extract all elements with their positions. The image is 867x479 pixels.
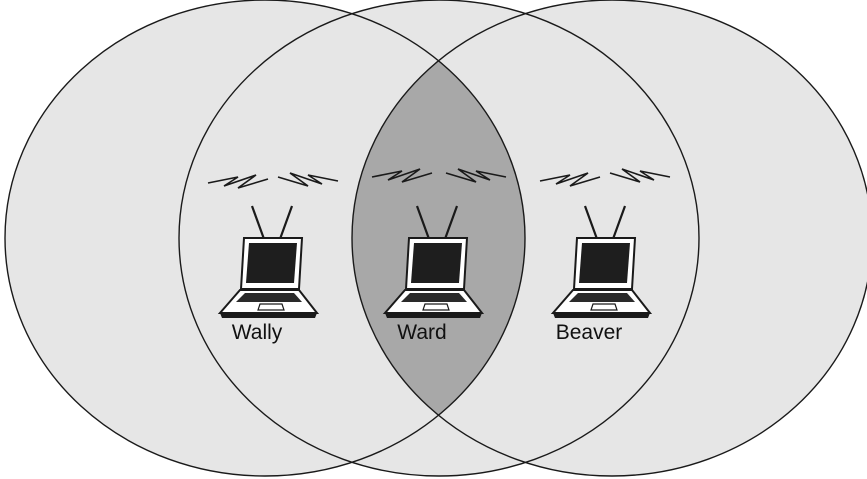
shared-overlap-region bbox=[352, 0, 525, 476]
node-label-beaver: Beaver bbox=[556, 321, 623, 344]
node-label-ward: Ward bbox=[397, 321, 446, 344]
node-label-wally: Wally bbox=[232, 321, 283, 344]
node-beaver: Beaver bbox=[539, 168, 671, 344]
node-ward: Ward bbox=[371, 168, 507, 344]
node-wally: Wally bbox=[207, 172, 339, 344]
